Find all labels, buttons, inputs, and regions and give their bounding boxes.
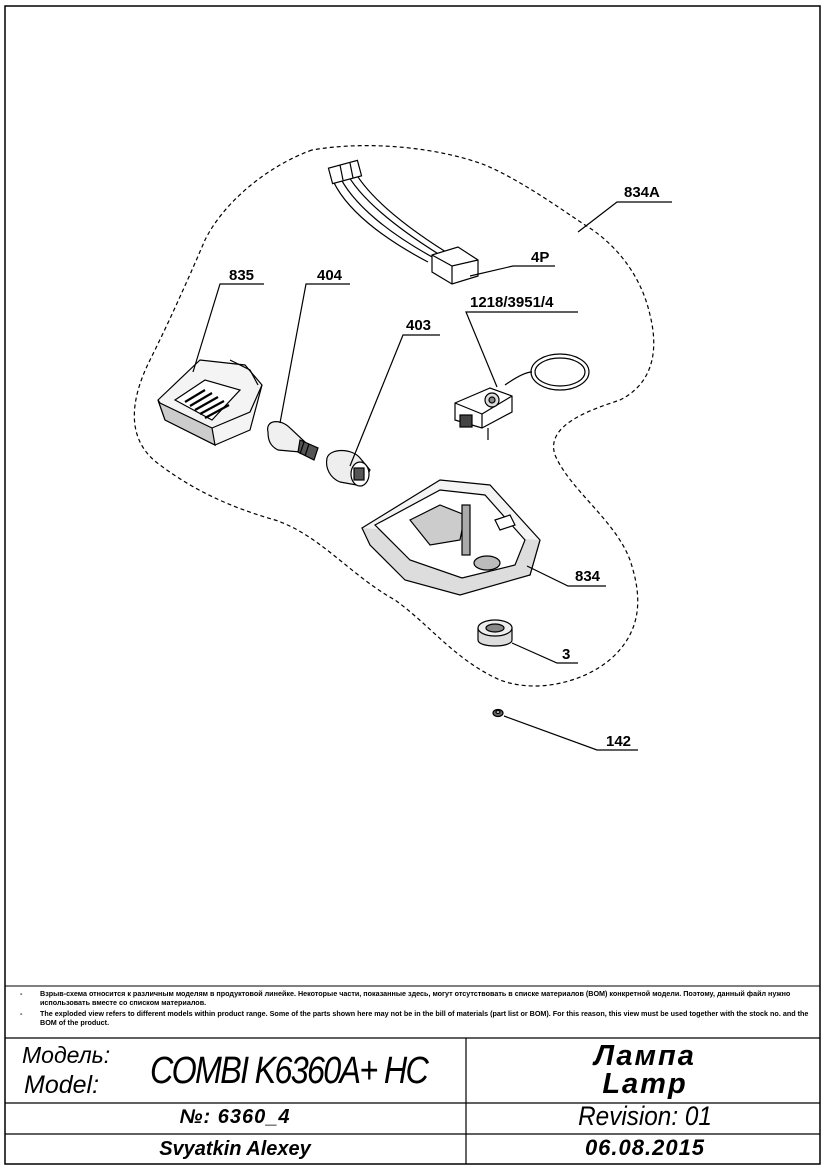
model-label-ru: Модель: (22, 1042, 111, 1068)
note-en: - The exploded view refers to different … (8, 1009, 818, 1027)
lamp-cover-835 (157, 359, 263, 447)
note-bullet: - (20, 1009, 23, 1019)
callout-404: 404 (317, 267, 343, 284)
leader-835 (192, 283, 264, 373)
callout-4P: 4P (531, 249, 549, 266)
wire-harness-4p (327, 159, 479, 285)
callout-834A: 834A (624, 184, 660, 201)
disclaimer-notes: - Взрыв-схема относится к различным моде… (8, 989, 818, 1030)
document-number: №: 6360_4 (179, 1106, 291, 1128)
drawing-title-en: Lamp (602, 1068, 688, 1100)
lamp-switch (454, 353, 590, 440)
leader-142 (503, 715, 638, 751)
kit-boundary-dashed (133, 145, 655, 687)
callout-142: 142 (606, 733, 631, 750)
leader-4P (469, 265, 555, 277)
drawing-title-ru: Лампа (594, 1040, 696, 1072)
callout-1218: 1218/3951/4 (470, 294, 554, 311)
leader-834 (526, 565, 606, 587)
leader-3 (511, 642, 578, 664)
knob-3 (477, 619, 513, 647)
callout-3: 3 (562, 646, 570, 663)
leader-1218 (465, 311, 578, 388)
author-name: Svyatkin Alexey (159, 1138, 311, 1160)
model-label-en: Model: (24, 1071, 100, 1099)
lamp-bulb-404 (267, 421, 319, 461)
lamp-holder-403 (325, 449, 371, 487)
note-text-en: The exploded view refers to different mo… (40, 1009, 809, 1027)
leader-404 (279, 283, 350, 424)
leader-lines (192, 201, 672, 751)
note-text-ru: Взрыв-схема относится к различным моделя… (40, 989, 791, 1007)
screw-142 (492, 708, 504, 718)
callout-835: 835 (229, 267, 254, 284)
drawing-date: 06.08.2015 (584, 1135, 706, 1160)
revision-label: Revision: 01 (578, 1101, 712, 1131)
note-ru: - Взрыв-схема относится к различным моде… (8, 989, 818, 1007)
callout-834: 834 (575, 568, 601, 585)
sheet-border (4, 5, 821, 1165)
callout-403: 403 (406, 317, 431, 334)
leader-834A (577, 201, 672, 233)
note-bullet: - (20, 989, 23, 998)
lamp-housing-834 (361, 479, 541, 596)
model-name: COMBI K6360A+ HC (150, 1050, 429, 1092)
leader-403 (349, 334, 440, 467)
